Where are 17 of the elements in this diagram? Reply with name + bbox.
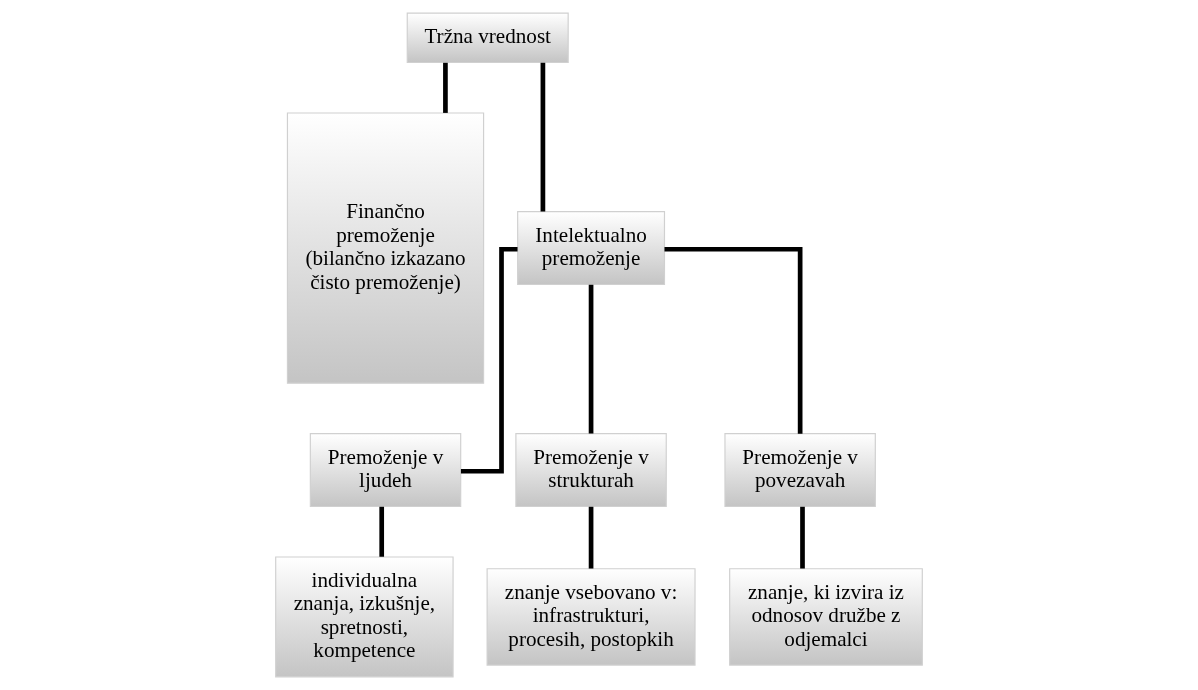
connector xyxy=(588,506,594,569)
connector xyxy=(664,246,803,434)
node-box: Premoženje v ljudeh xyxy=(309,433,462,508)
node-box: Tržna vrednost xyxy=(406,12,569,64)
connector xyxy=(800,506,805,569)
node-box: Finančno premoženje (bilančno izkazano čisto premoženje) xyxy=(286,112,485,384)
connector xyxy=(443,62,448,113)
connector xyxy=(540,62,546,212)
node-box: Intelektualno premoženje xyxy=(517,211,666,286)
node-box: Premoženje v povezavah xyxy=(724,433,876,508)
connector xyxy=(460,246,518,474)
connector xyxy=(379,506,385,557)
node-box: individualna znanja, izkušnje, spretnosti, kompetence xyxy=(275,556,454,678)
connector xyxy=(588,284,594,434)
node-box: znanje, ki izvira iz odnosov družbe z odjemalci xyxy=(729,568,923,666)
node-box: znanje vsebovano v: infrastrukturi, procesih, postopkih xyxy=(486,568,696,666)
node-box: Premoženje v strukturah xyxy=(515,433,667,508)
